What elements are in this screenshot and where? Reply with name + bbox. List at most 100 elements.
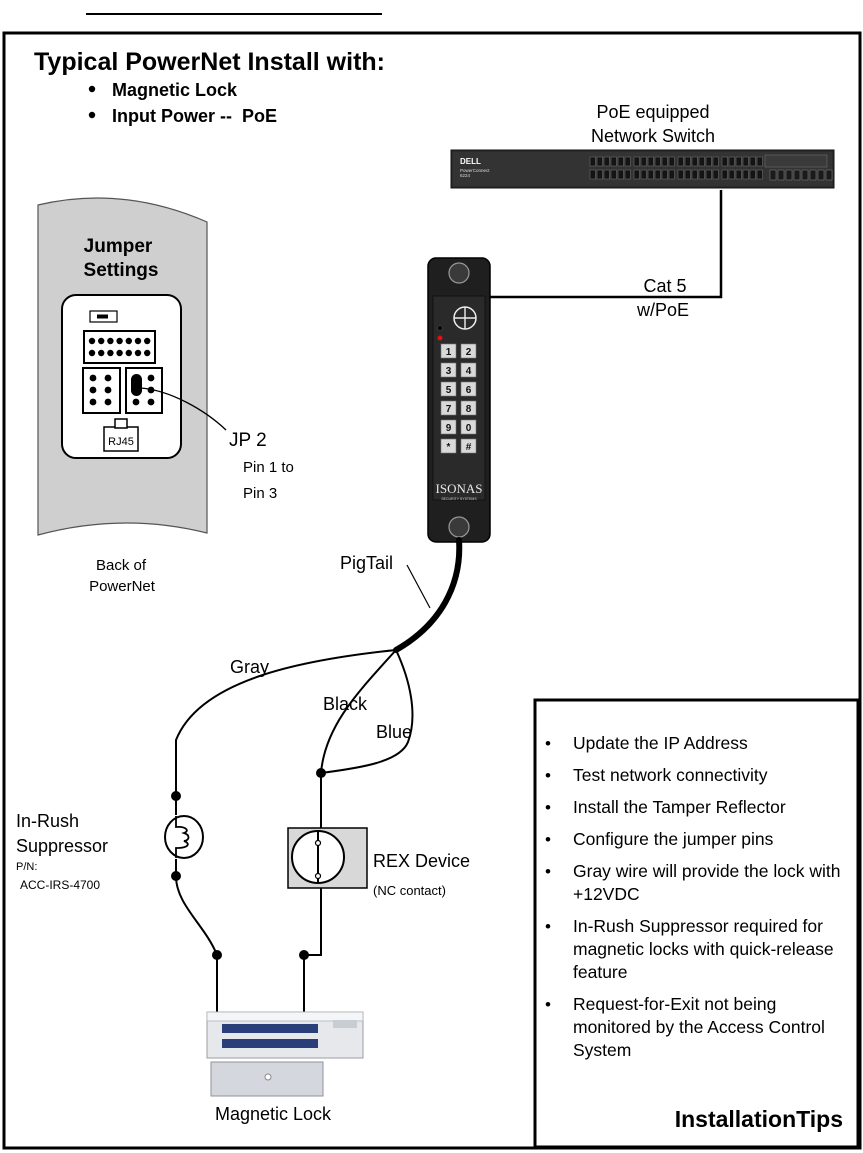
switch-port — [617, 156, 624, 167]
switch-sfp-port — [793, 169, 801, 181]
switch-port — [684, 169, 691, 180]
keypad-key — [440, 381, 457, 397]
black-label: Black — [323, 694, 368, 714]
suppressor-label-2: Suppressor — [16, 836, 108, 856]
switch-port — [698, 156, 705, 167]
keypad-key — [440, 419, 457, 435]
rex-sublabel: (NC contact) — [373, 883, 446, 898]
switch-port — [603, 169, 610, 180]
gray-junction-lock — [212, 950, 222, 960]
jumper-pin — [132, 398, 140, 406]
switch-port — [735, 169, 742, 180]
jumper-pin — [89, 386, 97, 394]
reader-brand: ISONAS — [436, 481, 483, 496]
switch-port — [624, 156, 631, 167]
switch-brand: DELL — [460, 157, 481, 166]
lock-label: Magnetic Lock — [215, 1104, 332, 1124]
jumper-pin — [104, 374, 112, 382]
tip-item: Request-for-Exit not being monitored by … — [540, 993, 850, 1062]
back-of-label-2: PowerNet — [89, 578, 156, 595]
bullet-dot — [88, 85, 96, 93]
switch-port — [668, 156, 675, 167]
jumper-pin — [134, 337, 142, 345]
blue-label: Blue — [376, 722, 412, 742]
jumper-pin — [144, 337, 151, 345]
tip-item: Configure the jumper pins — [540, 828, 850, 851]
jumper-pin — [89, 398, 97, 406]
switch-port — [742, 156, 749, 167]
switch-port — [756, 156, 763, 167]
jp2-label: JP 2 — [229, 430, 267, 451]
switch-port — [596, 156, 603, 167]
keypad-key-label: 7 — [446, 404, 452, 415]
black-blue-junction — [316, 768, 326, 778]
jumper-pins-left — [89, 374, 112, 406]
switch-port — [677, 169, 684, 180]
jumper-pin — [107, 349, 114, 357]
switch-sfp-port — [801, 169, 809, 181]
switch-sfp-port — [777, 169, 785, 181]
keypad-key-label: 3 — [446, 366, 452, 377]
jumper-pin — [125, 337, 132, 345]
keypad-key — [460, 419, 477, 435]
switch-port — [698, 169, 705, 180]
bullet-dot — [88, 111, 96, 119]
magnetic-lock — [206, 1011, 364, 1097]
installation-tips-list: Update the IP Address Test network conne… — [540, 732, 850, 1071]
switch-port — [712, 169, 719, 180]
switch-sfp-port — [817, 169, 825, 181]
rj45-tab — [114, 418, 128, 429]
suppressor-pn-value: ACC-IRS-4700 — [20, 878, 100, 892]
jp2-jumper-cap — [131, 374, 142, 396]
keypad-key — [440, 438, 457, 454]
switch-sfp-port — [809, 169, 817, 181]
switch-port — [721, 169, 728, 180]
switch-port — [610, 156, 617, 167]
tip-item: Update the IP Address — [540, 732, 850, 755]
switch-port — [749, 156, 756, 167]
keypad-key — [440, 343, 457, 359]
switch-port — [705, 169, 712, 180]
switch-port — [742, 169, 749, 180]
tamper-target-icon — [453, 306, 477, 330]
switch-port — [633, 169, 640, 180]
switch-port — [661, 156, 668, 167]
jumper-title-1: Jumper — [84, 236, 153, 257]
switch-port — [728, 156, 735, 167]
keypad-key-label: 9 — [446, 423, 452, 434]
network-switch: DELL PowerConnect 6224 — [450, 149, 835, 189]
keypad-key — [460, 400, 477, 416]
jumper-pin — [134, 349, 142, 357]
black-junction-lock — [299, 950, 309, 960]
jumper-pin — [98, 337, 105, 345]
gray-label: Gray — [230, 657, 269, 677]
jumper-title-2: Settings — [84, 260, 159, 281]
keypad-key-label: 0 — [466, 423, 472, 434]
keypad-key-label: 5 — [446, 385, 452, 396]
jumper-header-block — [83, 330, 156, 364]
switch-port — [735, 156, 742, 167]
jumper-pin — [116, 337, 123, 345]
jumper-pin — [147, 374, 155, 382]
switch-port — [668, 169, 675, 180]
keypad-key-label: 8 — [466, 404, 472, 415]
pigtail-cable — [393, 537, 463, 653]
switch-port — [756, 169, 763, 180]
switch-model-1: PowerConnect — [460, 168, 490, 173]
tip-item: Gray wire will provide the lock with +12… — [540, 860, 850, 906]
switch-port — [712, 156, 719, 167]
switch-port — [596, 169, 603, 180]
switch-port — [633, 156, 640, 167]
keypad-key-label: 4 — [466, 366, 472, 377]
jumper-pin — [125, 349, 132, 357]
switch-port — [654, 169, 661, 180]
switch-sfp-port — [769, 169, 777, 181]
switch-port — [677, 156, 684, 167]
jumper-small-switch-knob — [97, 314, 108, 319]
jumper-block-left — [82, 367, 121, 414]
jp2-pin-line-1: Pin 1 to — [243, 459, 294, 476]
jumper-pin — [104, 386, 112, 394]
keypad-key — [460, 438, 477, 454]
